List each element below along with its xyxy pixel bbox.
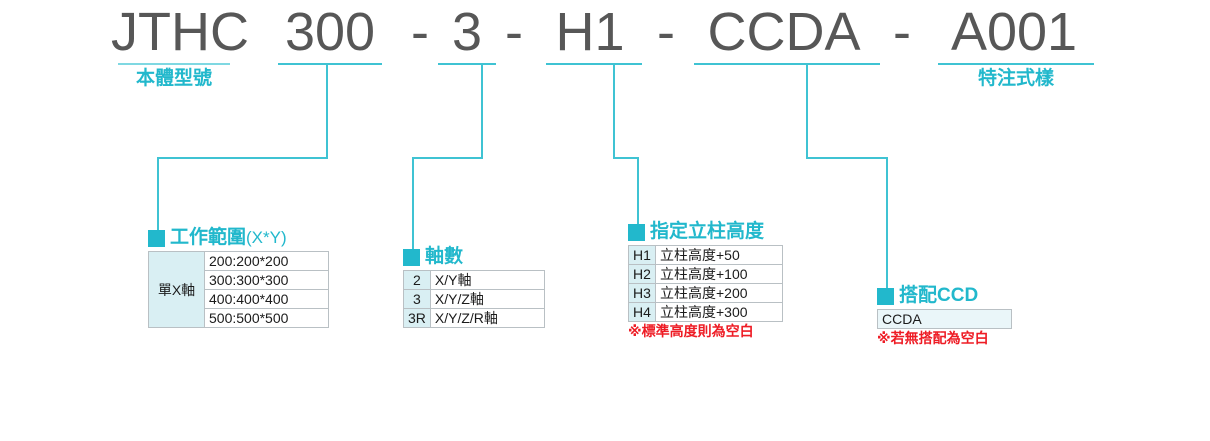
detail-work-range-title-main: 工作範圍 [170,227,247,248]
square-bullet-icon [877,287,894,305]
leader-ccd-stem [886,157,888,289]
table-cell-value: CCDA [877,309,1012,329]
detail-work-range: 工作範圍(X*Y) 單X軸 200:200*200 300:300*300 40… [148,228,329,328]
work-range-table: 單X軸 200:200*200 300:300*300 400:400*400 … [148,251,329,328]
model-separator-3: - [657,2,675,62]
table-cell-value: 立柱高度+100 [655,264,783,284]
detail-axis-count-header: 軸數 [403,247,545,267]
detail-ccd-title: 搭配CCD [899,285,979,306]
table-cell-key: 3 [403,289,431,309]
caption-body-model: 本體型號 [135,68,212,89]
column-height-table: H1 立柱高度+50 H2 立柱高度+100 H3 立柱高度+200 H4 立柱… [628,245,783,322]
model-separator-4: - [893,2,911,62]
table-row: 3 X/Y/Z軸 [403,289,545,309]
table-row: 300:300*300 [149,270,329,290]
table-cell-key: H3 [628,283,656,303]
table-row: 2 X/Y軸 [403,270,545,290]
model-segment-body-model: JTHC [111,2,249,62]
table-row: H2 立柱高度+100 [628,264,783,284]
underline-special-spec [938,63,1094,65]
ccd-note: ※若無搭配為空白 [877,330,989,346]
model-segment-column-height: H1 [555,2,625,62]
underline-work-range [278,63,382,65]
leader-ccd-jog [806,157,888,159]
leader-work-range-stem [157,157,159,231]
axis-count-table: 2 X/Y軸 3 X/Y/Z軸 3R X/Y/Z/R軸 [403,270,545,328]
detail-column-height: 指定立柱高度 H1 立柱高度+50 H2 立柱高度+100 H3 立柱高度+20… [628,222,783,340]
table-cell-key: H1 [628,245,656,265]
table-cell-key: 2 [403,270,431,290]
model-segment-special-spec: A001 [950,2,1078,62]
table-row: CCDA [877,309,1012,329]
detail-ccd: 搭配CCD CCDA ※若無搭配為空白 [877,286,1012,347]
leader-column-height-drop [613,63,615,157]
model-segment-axis-count: 3 [451,2,483,62]
detail-work-range-title-thin: (X*Y) [246,228,287,247]
underline-axis-count [438,63,496,65]
leader-axis-count-stem [412,157,414,250]
table-cell-value: X/Y/Z軸 [429,289,545,309]
detail-column-height-header: 指定立柱高度 [628,222,783,242]
table-cell-value: 400:400*400 [204,289,329,309]
underline-ccd [694,63,880,65]
underline-column-height [546,63,642,65]
detail-work-range-header: 工作範圍(X*Y) [148,228,329,248]
detail-column-height-title: 指定立柱高度 [650,221,765,242]
ccd-table: CCDA [877,309,1012,329]
square-bullet-icon [148,229,165,247]
table-cell-value: 立柱高度+200 [655,283,783,303]
table-cell-key: 3R [403,308,431,328]
table-cell-value: 200:200*200 [204,251,329,271]
table-cell-key: H4 [628,302,656,322]
table-cell-key: H2 [628,264,656,284]
underline-body-model [118,63,230,65]
model-separator-1: - [411,2,429,62]
table-row: 500:500*500 [149,308,329,328]
table-cell-value: X/Y軸 [429,270,545,290]
detail-work-range-title: 工作範圍(X*Y) [170,228,287,248]
caption-special-spec: 特注式樣 [977,68,1054,89]
table-cell-value: X/Y/Z/R軸 [429,308,545,328]
table-cell-value: 立柱高度+300 [655,302,783,322]
model-segment-ccd: CCDA [707,2,861,62]
model-separator-2: - [505,2,523,62]
leader-axis-count-jog [412,157,483,159]
table-cell-value: 立柱高度+50 [655,245,783,265]
leader-work-range-jog [157,157,328,159]
table-cell-value: 500:500*500 [204,308,329,328]
table-row: 單X軸 200:200*200 [148,251,329,328]
model-segment-work-range: 300 [284,2,376,62]
leader-ccd-drop [806,63,808,157]
table-row: H3 立柱高度+200 [628,283,783,303]
table-row: H1 立柱高度+50 [628,245,783,265]
table-row: 400:400*400 [149,289,329,309]
leader-column-height-stem [637,157,639,225]
detail-axis-count-title: 軸數 [425,246,464,267]
leader-axis-count-drop [481,63,483,157]
work-range-span-key: 單X軸 [148,251,205,328]
leader-work-range-drop [326,63,328,157]
table-row: H4 立柱高度+300 [628,302,783,322]
square-bullet-icon [628,223,645,241]
detail-ccd-header: 搭配CCD [877,286,1012,306]
table-row: 3R X/Y/Z/R軸 [403,308,545,328]
detail-axis-count: 軸數 2 X/Y軸 3 X/Y/Z軸 3R X/Y/Z/R軸 [403,247,545,328]
column-height-note: ※標準高度則為空白 [628,323,754,339]
leader-column-height-jog [613,157,639,159]
table-cell-value: 300:300*300 [204,270,329,290]
square-bullet-icon [403,248,420,266]
